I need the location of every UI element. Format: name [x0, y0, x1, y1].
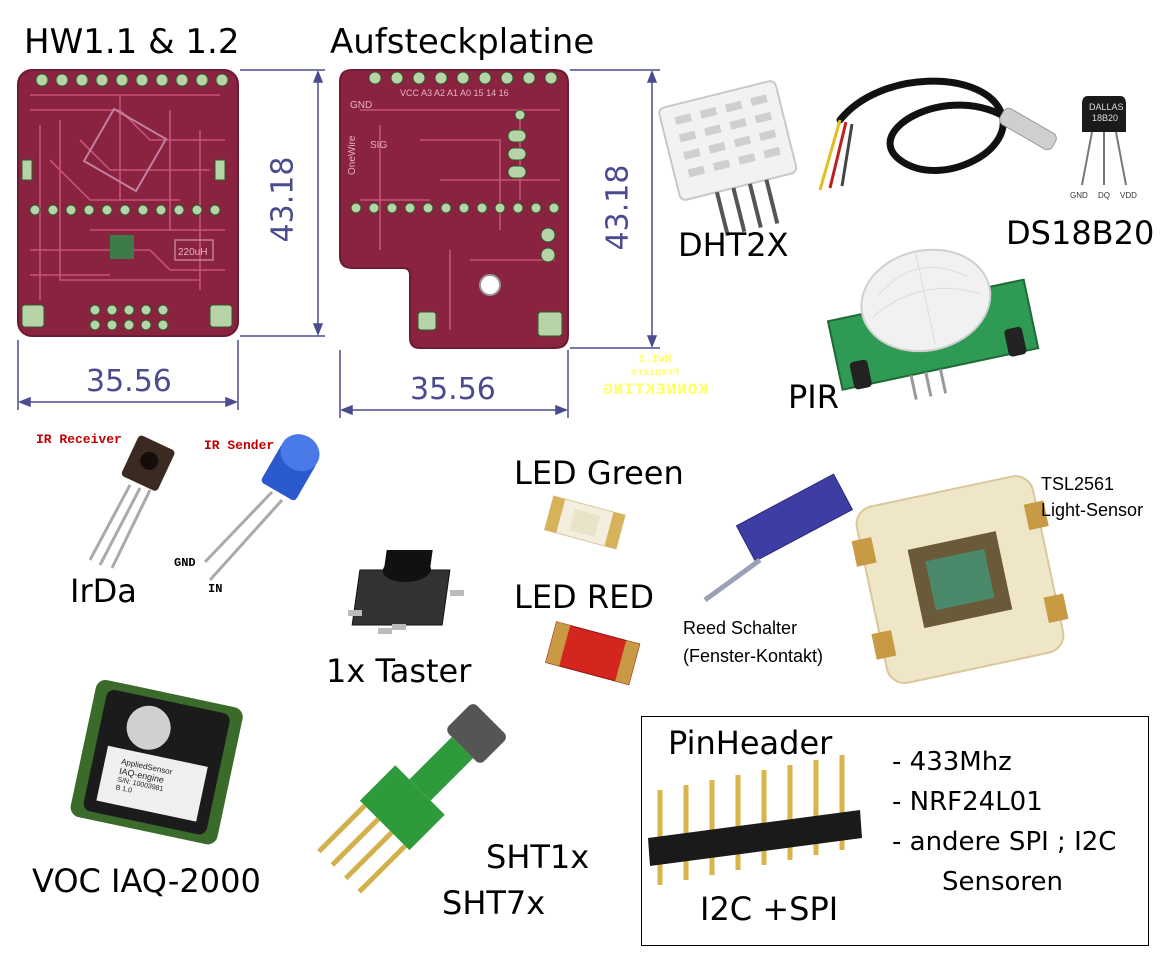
- ds18b20-pin-gnd: GND: [1070, 191, 1088, 200]
- aufsteck-gnd-label: GND: [350, 100, 372, 111]
- aufsteck-top-header: [368, 71, 558, 85]
- aufsteck-board-title: Aufsteckplatine: [330, 22, 595, 62]
- pinheader-list: - 433Mhz - NRF24L01 - andere SPI ; I2C S…: [892, 742, 1116, 902]
- aufsteck-sig-label: SIG: [370, 140, 387, 151]
- pinheader-item-sensoren: Sensoren: [942, 867, 1064, 897]
- hw-dimension-lines: [17, 69, 325, 410]
- reed-label-line2: (Fenster-Kontakt): [683, 646, 824, 666]
- ds18b20-label: DS18B20: [1006, 214, 1155, 252]
- aufsteck-pin-label: VCC A3 A2 A1 A0 15 14 16: [400, 88, 509, 98]
- voc-label: VOC IAQ-2000: [32, 862, 261, 900]
- dht-label: DHT2X: [678, 226, 789, 264]
- hw-mcu-outline: [82, 107, 168, 193]
- led-red-label: LED RED: [514, 578, 654, 616]
- reed-label-line1: Reed Schalter: [683, 618, 798, 638]
- tsl-label-line1: TSL2561: [1041, 474, 1115, 494]
- ds18b20-pin-vdd: VDD: [1120, 191, 1137, 200]
- pinheader-item-433mhz: - 433Mhz: [892, 747, 1012, 777]
- hw-mid-header: [29, 204, 221, 216]
- pinheader-item-nrf24l01: - NRF24L01: [892, 787, 1043, 817]
- hw-inductor-label: 220uH: [178, 247, 207, 258]
- hw-top-header: [35, 73, 229, 87]
- aufsteck-mid-header: [350, 202, 560, 214]
- hw-chip: [110, 235, 134, 259]
- ir-gnd-label: GND: [174, 556, 196, 570]
- ds18b20-chip-line1: DALLAS: [1089, 102, 1124, 112]
- pinheader-item-spi-i2c: - andere SPI ; I2C: [892, 827, 1117, 857]
- aufsteck-onewire-label: OneWire: [347, 135, 358, 175]
- ir-sender-label: IR Sender: [204, 438, 275, 453]
- aufsteck-width-label: 35.56: [410, 372, 496, 407]
- hw-bottom-header: [89, 304, 169, 331]
- aufsteck-traces: [360, 109, 560, 330]
- pinheader-title: PinHeader: [668, 724, 833, 762]
- taster-label: 1x Taster: [326, 652, 472, 690]
- ir-in-label: IN: [208, 582, 223, 596]
- sht1-label: SHT1x: [486, 838, 590, 876]
- hw-inductor: [174, 239, 214, 261]
- pinheader-box: [641, 716, 1149, 946]
- aufsteck-mount-hole: [479, 274, 501, 296]
- irda-label: IrDa: [70, 572, 137, 610]
- sht7-label: SHT7x: [442, 884, 546, 922]
- hw-board-title: HW1.1 & 1.2: [24, 22, 240, 62]
- ds18b20-chip-line2: 18B20: [1092, 113, 1118, 123]
- aufsteck-dimension-lines: [339, 69, 660, 418]
- ir-receiver-label: IR Receiver: [36, 432, 122, 447]
- ds18b20-pin-dq: DQ: [1098, 191, 1110, 200]
- led-green-label: LED Green: [514, 454, 684, 492]
- hw-width-label: 35.56: [86, 364, 172, 399]
- pinheader-footer: I2C +SPI: [700, 890, 839, 928]
- pir-label: PIR: [788, 378, 839, 416]
- tsl-label-line2: Light-Sensor: [1041, 500, 1144, 520]
